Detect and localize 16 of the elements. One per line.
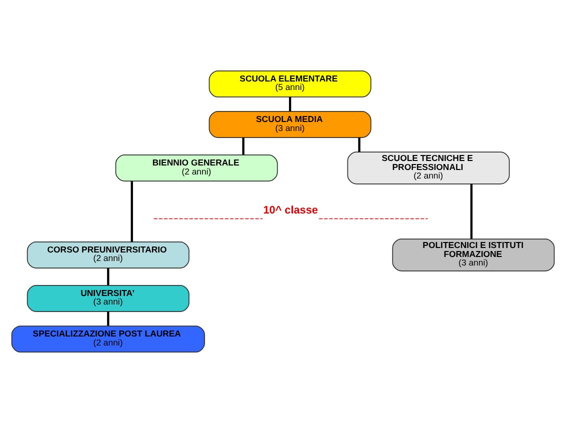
connector — [470, 183, 473, 238]
node-box: SPECIALIZZAZIONE POST LAUREA (2 anni) — [11, 325, 205, 352]
node-box: CORSO PREUNIVERSITARIO (2 anni) — [26, 241, 190, 268]
node-box: POLITECNICI E ISTITUTI FORMAZIONE (3 anni) — [392, 238, 555, 271]
node-box: SCUOLE TECNICHE E PROFESSIONALI (2 anni) — [347, 151, 510, 184]
connector — [288, 96, 292, 111]
connector — [358, 137, 360, 152]
label: 10^ classe — [263, 204, 318, 216]
node-box: SCUOLA ELEMENTARE (5 anni) — [208, 70, 372, 97]
node-box: UNIVERSITA’ (3 anni) — [26, 284, 190, 312]
node-box: BIENNIO GENERALE (2 anni) — [115, 154, 278, 181]
connector — [242, 137, 244, 154]
connector — [130, 180, 133, 242]
connector — [107, 268, 110, 285]
node-box: SCUOLA MEDIA (3 anni) — [208, 110, 372, 138]
connector — [107, 311, 110, 326]
